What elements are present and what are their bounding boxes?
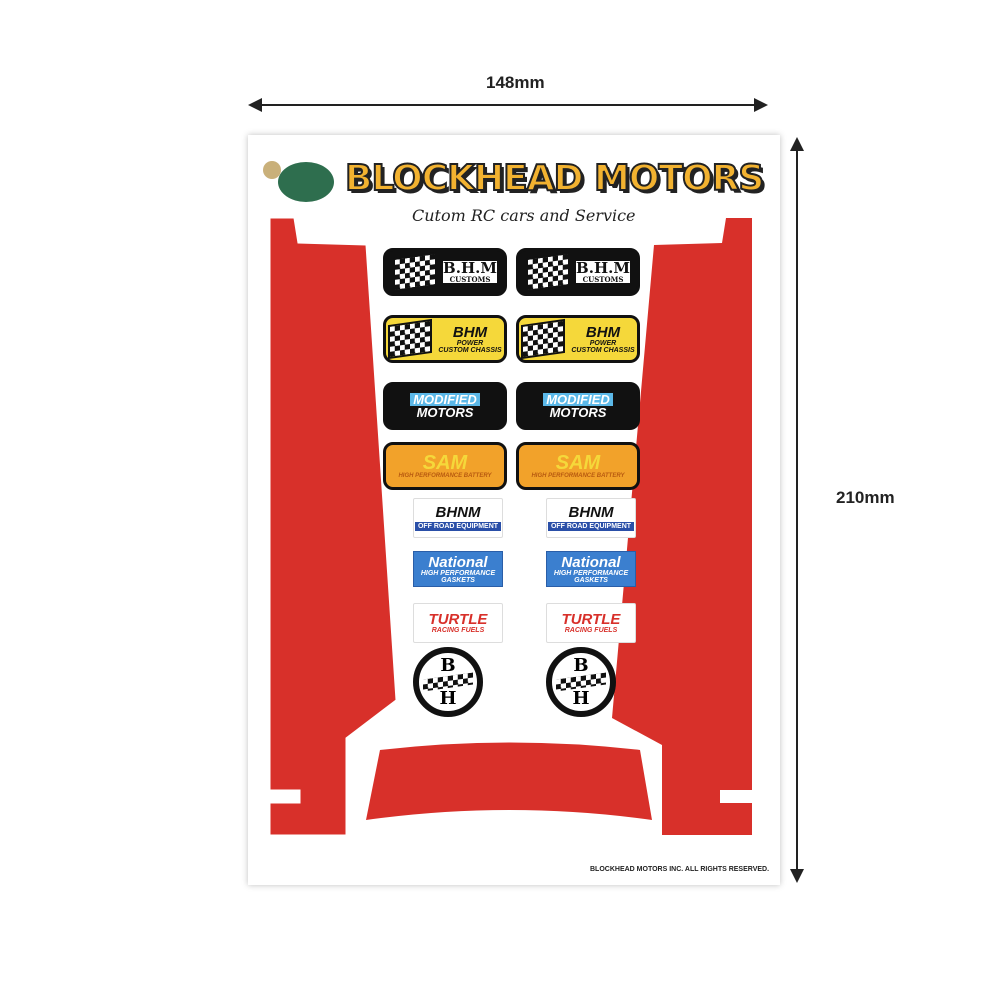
sticker-text: B.H.M	[576, 259, 630, 277]
sticker-text: CUSTOMS	[443, 276, 497, 283]
sticker-text: HIGH PERFORMANCE BATTERY	[531, 473, 625, 479]
sticker-text: CUSTOM CHASSIS	[571, 346, 635, 354]
emblem-letter: B	[440, 655, 456, 676]
sticker-text: National	[561, 553, 621, 571]
sticker-text: BHM	[585, 323, 621, 341]
checkered-flag-icon	[388, 318, 433, 360]
sticker-text: RACING FUELS	[431, 627, 485, 634]
sticker-text: RACING FUELS	[564, 627, 618, 634]
copyright: BLOCKHEAD MOTORS INC. ALL RIGHTS RESERVE…	[590, 866, 770, 873]
sticker-text: MOTORS	[416, 405, 474, 420]
emblem-letter: H	[439, 688, 457, 709]
bottom-panel	[366, 742, 652, 820]
checkered-flag-icon	[526, 251, 571, 293]
brand-subtitle: Cutom RC cars and Service	[412, 206, 636, 225]
sticker-text: TURTLE	[561, 611, 621, 628]
sticker-text: HIGH PERFORMANCE BATTERY	[398, 473, 492, 479]
sticker-text: OFF ROAD EQUIPMENT	[414, 522, 502, 531]
sticker-text: MODIFIED	[543, 393, 613, 406]
sticker-text: CUSTOM CHASSIS	[438, 346, 502, 354]
left-panel	[269, 217, 397, 836]
sticker-text: BHNM	[568, 504, 614, 521]
sticker-text: SAM	[555, 452, 601, 474]
sticker-text: B.H.M	[443, 259, 497, 277]
emblem-letter: H	[572, 688, 590, 709]
sticker-text: CUSTOMS	[576, 276, 630, 283]
sticker-text: BHNM	[435, 504, 481, 521]
sticker-text: HIGH PERFORMANCE GASKETS	[553, 569, 629, 584]
sticker-text: BHM	[452, 323, 488, 341]
brand-title: BLOCKHEAD MOTORS	[344, 157, 765, 200]
sticker-text: MOTORS	[549, 405, 607, 420]
sticker-text: OFF ROAD EQUIPMENT	[547, 522, 635, 531]
sticker-text: TURTLE	[428, 611, 488, 628]
sticker-text: POWER	[589, 339, 617, 347]
width-label: 148mm	[486, 73, 545, 92]
height-label: 210mm	[836, 488, 895, 507]
turtle-logo-icon	[263, 161, 334, 202]
emblem-letter: B	[573, 655, 589, 676]
sticker-text: SAM	[422, 452, 468, 474]
sticker-text: National	[428, 553, 488, 571]
checkered-flag-icon	[393, 251, 438, 293]
sticker-text: MODIFIED	[410, 393, 480, 406]
sticker-text: POWER	[456, 339, 484, 347]
checkered-flag-icon	[521, 318, 566, 360]
sticker-text: HIGH PERFORMANCE GASKETS	[420, 569, 496, 584]
right-panel	[612, 218, 752, 835]
